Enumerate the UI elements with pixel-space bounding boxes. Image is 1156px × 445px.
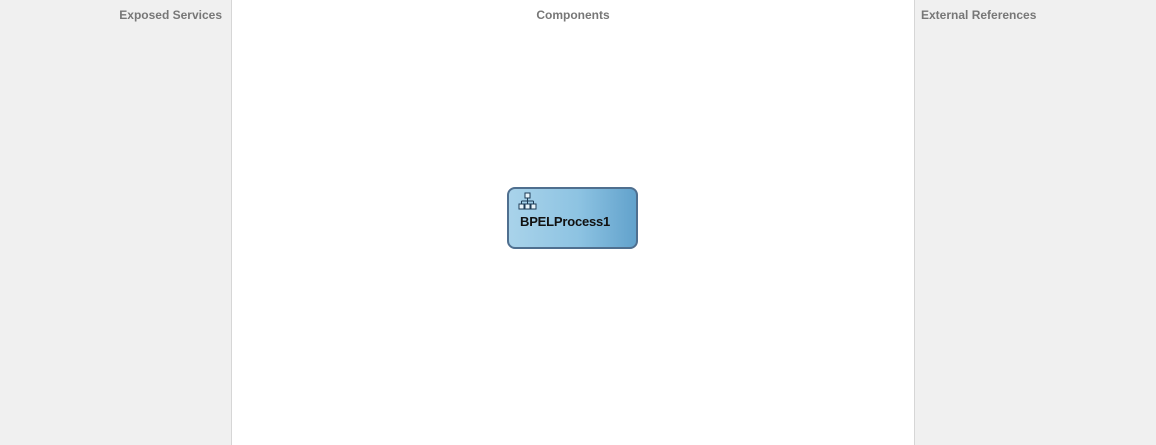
component-label: BPELProcess1	[520, 214, 611, 229]
external-references-lane[interactable]: External References	[914, 0, 1156, 445]
bpel-process-tree-icon	[518, 192, 537, 210]
external-references-title: External References	[921, 8, 1037, 22]
bpel-process-component[interactable]: BPELProcess1	[507, 187, 638, 249]
components-title: Components	[536, 8, 610, 22]
exposed-services-lane[interactable]: Exposed Services	[0, 0, 232, 445]
components-lane[interactable]: Components BPELProcess1	[232, 0, 914, 445]
exposed-services-title: Exposed Services	[119, 8, 222, 22]
